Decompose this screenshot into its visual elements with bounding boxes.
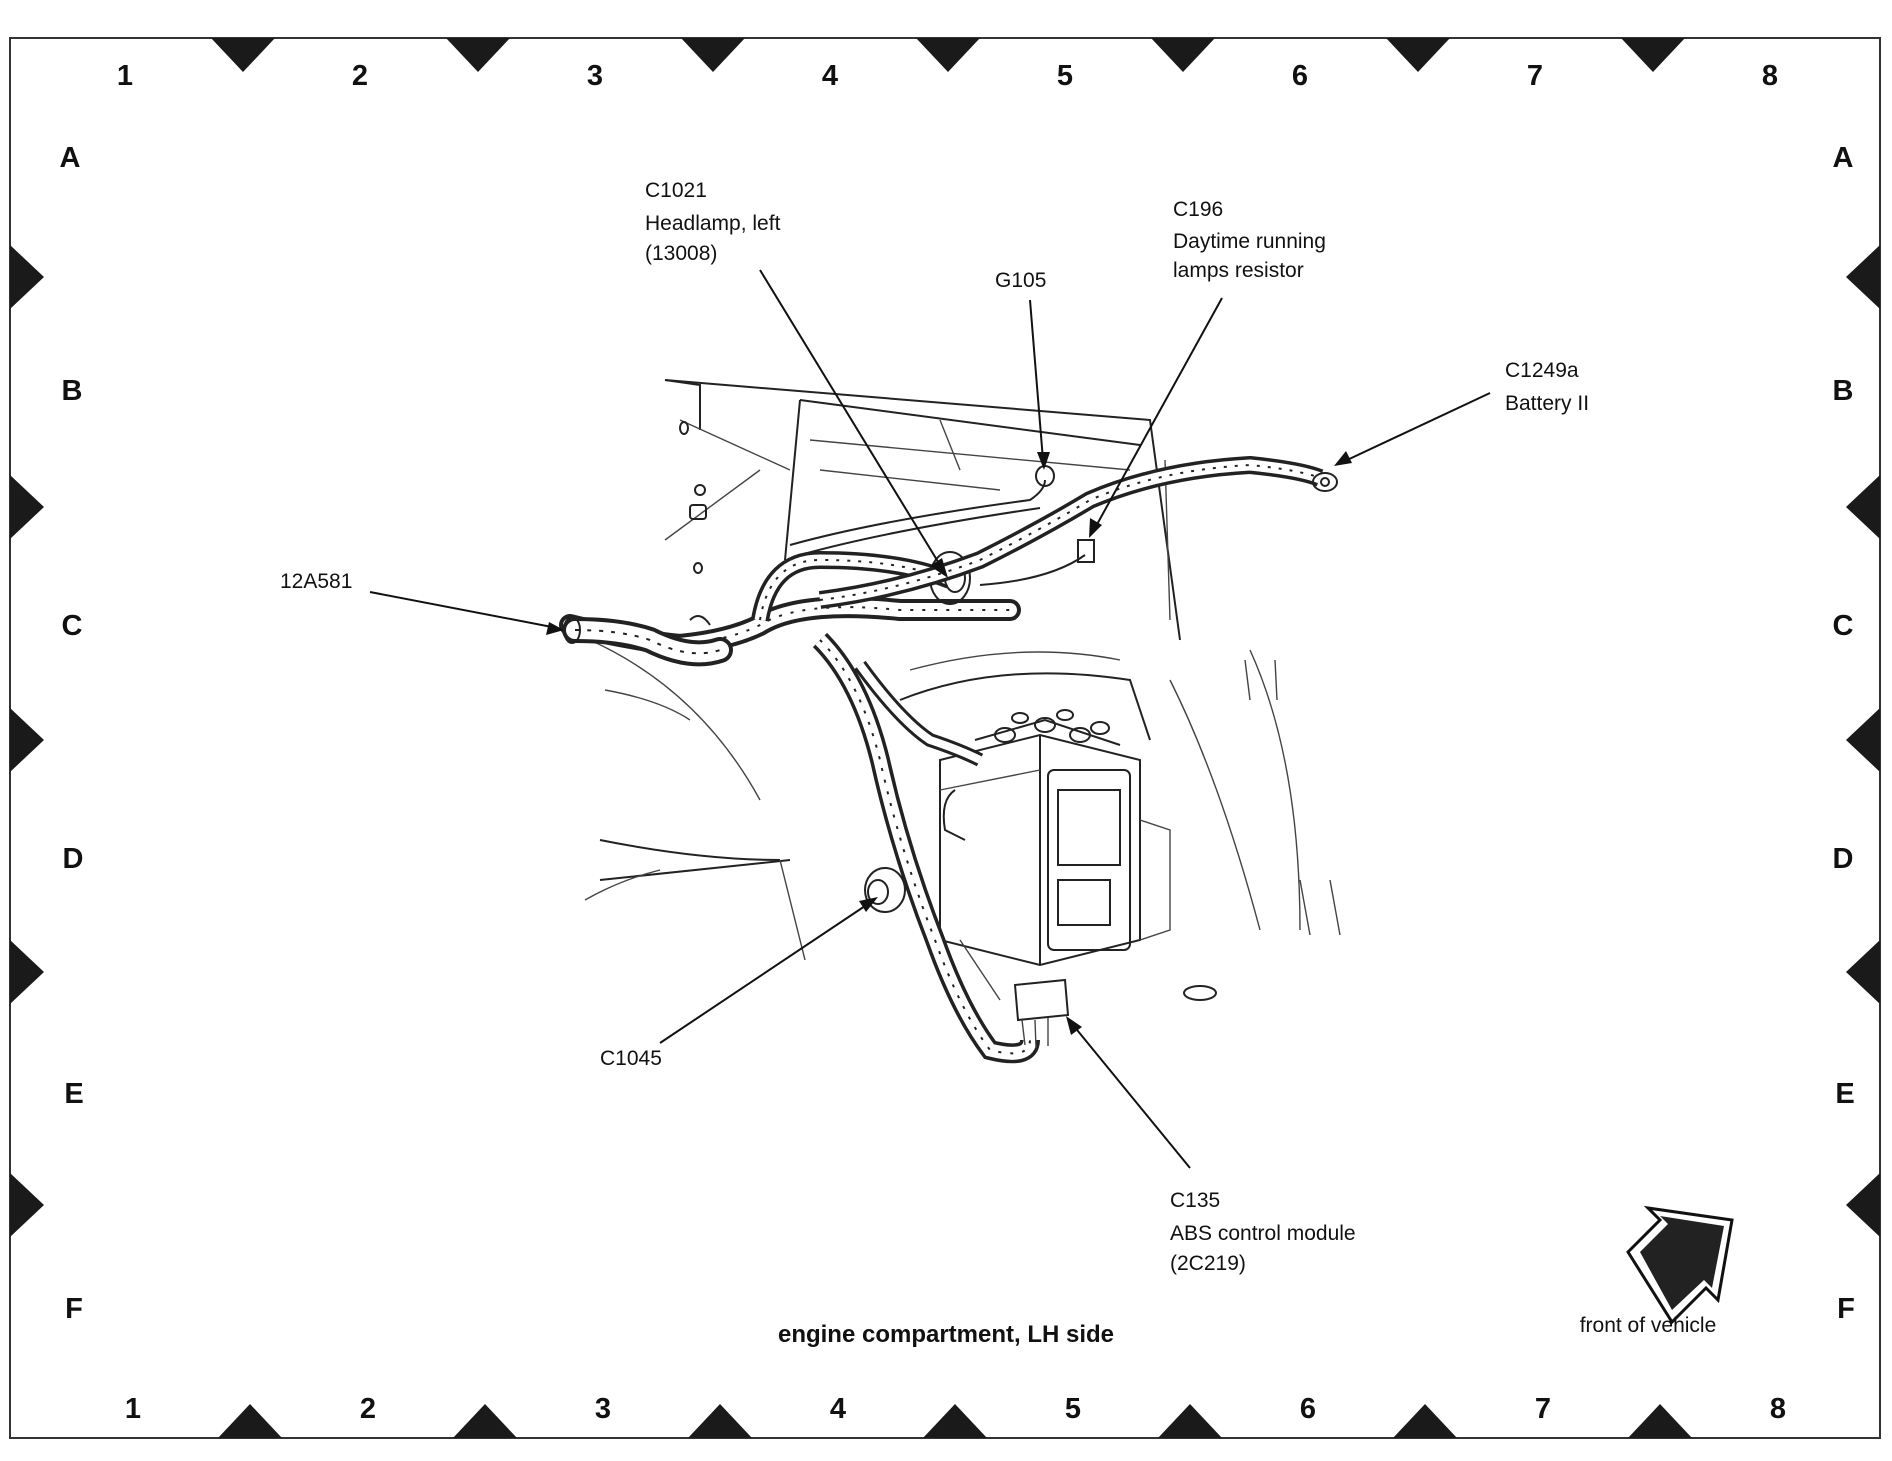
triangle-marker-icon <box>681 38 745 72</box>
triangle-marker-icon <box>10 1173 44 1237</box>
column-label: 8 <box>1770 1393 1786 1425</box>
callout-c196: C196 Daytime running lamps resistor <box>1173 198 1326 282</box>
column-label: 2 <box>360 1393 376 1425</box>
column-label: 4 <box>830 1393 846 1425</box>
row-label: D <box>63 843 84 875</box>
grid-rows: A B C D E F A B C D E F <box>60 142 1855 1325</box>
column-label: 6 <box>1292 60 1308 92</box>
callout-g105-code: G105 <box>995 269 1046 292</box>
triangle-marker-icon <box>446 38 510 72</box>
row-label: B <box>1833 375 1854 407</box>
column-label: 1 <box>117 60 133 92</box>
grid-columns-top: 1 2 3 4 5 6 7 8 <box>117 60 1778 92</box>
triangle-marker-icon <box>10 940 44 1004</box>
column-label: 3 <box>595 1393 611 1425</box>
diagram-caption: engine compartment, LH side <box>778 1321 1114 1348</box>
row-label: B <box>62 375 83 407</box>
column-label: 2 <box>352 60 368 92</box>
grid-columns-bottom: 1 2 3 4 5 6 7 8 <box>125 1393 1786 1425</box>
triangle-marker-icon <box>10 245 44 309</box>
callout-c135-code: C135 <box>1170 1189 1220 1212</box>
row-label: E <box>64 1078 83 1110</box>
callout-c135: C135 ABS control module (2C219) <box>1170 1189 1356 1275</box>
callout-g105: G105 <box>995 269 1046 292</box>
callout-c196-desc2: lamps resistor <box>1173 259 1304 282</box>
callout-12a581-code: 12A581 <box>280 570 352 593</box>
row-label: F <box>1837 1293 1855 1325</box>
triangle-marker-icon <box>1158 1404 1222 1438</box>
column-label: 1 <box>125 1393 141 1425</box>
triangle-marker-icon <box>211 38 275 72</box>
leader-lines <box>369 269 1491 1169</box>
column-label: 8 <box>1762 60 1778 92</box>
grid-markers <box>10 38 1880 1438</box>
callout-c1021-desc: Headlamp, left <box>645 212 781 235</box>
row-label: F <box>65 1293 83 1325</box>
column-label: 5 <box>1065 1393 1081 1425</box>
column-label: 5 <box>1057 60 1073 92</box>
column-label: 7 <box>1527 60 1543 92</box>
triangle-marker-icon <box>1846 1173 1880 1237</box>
column-label: 4 <box>822 60 838 92</box>
callout-c196-desc: Daytime running <box>1173 230 1326 253</box>
row-label: A <box>60 142 81 174</box>
triangle-marker-icon <box>923 1404 987 1438</box>
triangle-marker-icon <box>10 475 44 539</box>
callout-c135-part: (2C219) <box>1170 1252 1246 1275</box>
triangle-marker-icon <box>218 1404 282 1438</box>
triangle-marker-icon <box>1846 940 1880 1004</box>
column-label: 3 <box>587 60 603 92</box>
callout-c1045: C1045 <box>600 1047 662 1070</box>
callout-c1249a-code: C1249a <box>1505 359 1579 382</box>
column-label: 6 <box>1300 1393 1316 1425</box>
callout-c1045-code: C1045 <box>600 1047 662 1070</box>
front-arrow-icon <box>1626 1205 1734 1325</box>
callout-c196-code: C196 <box>1173 198 1223 221</box>
triangle-marker-icon <box>1386 38 1450 72</box>
triangle-marker-icon <box>1393 1404 1457 1438</box>
callout-c1249a-desc: Battery II <box>1505 392 1589 415</box>
row-label: E <box>1835 1078 1854 1110</box>
front-of-vehicle-label: front of vehicle <box>1580 1314 1717 1337</box>
row-label: C <box>62 610 83 642</box>
triangle-marker-icon <box>1151 38 1215 72</box>
triangle-marker-icon <box>1846 245 1880 309</box>
row-label: C <box>1833 610 1854 642</box>
engine-compartment-illustration <box>559 379 1341 1064</box>
triangle-marker-icon <box>688 1404 752 1438</box>
callout-c1021: C1021 Headlamp, left (13008) <box>645 179 781 265</box>
column-label: 7 <box>1535 1393 1551 1425</box>
callout-c1021-part: (13008) <box>645 242 717 265</box>
callout-c135-desc: ABS control module <box>1170 1222 1356 1245</box>
triangle-marker-icon <box>453 1404 517 1438</box>
row-label: D <box>1833 843 1854 875</box>
row-label: A <box>1833 142 1854 174</box>
callout-c1021-code: C1021 <box>645 179 707 202</box>
triangle-marker-icon <box>916 38 980 72</box>
triangle-marker-icon <box>1628 1404 1692 1438</box>
triangle-marker-icon <box>10 708 44 772</box>
callout-12a581: 12A581 <box>280 570 352 593</box>
triangle-marker-icon <box>1621 38 1685 72</box>
callout-c1249a: C1249a Battery II <box>1505 359 1589 415</box>
triangle-marker-icon <box>1846 708 1880 772</box>
triangle-marker-icon <box>1846 475 1880 539</box>
